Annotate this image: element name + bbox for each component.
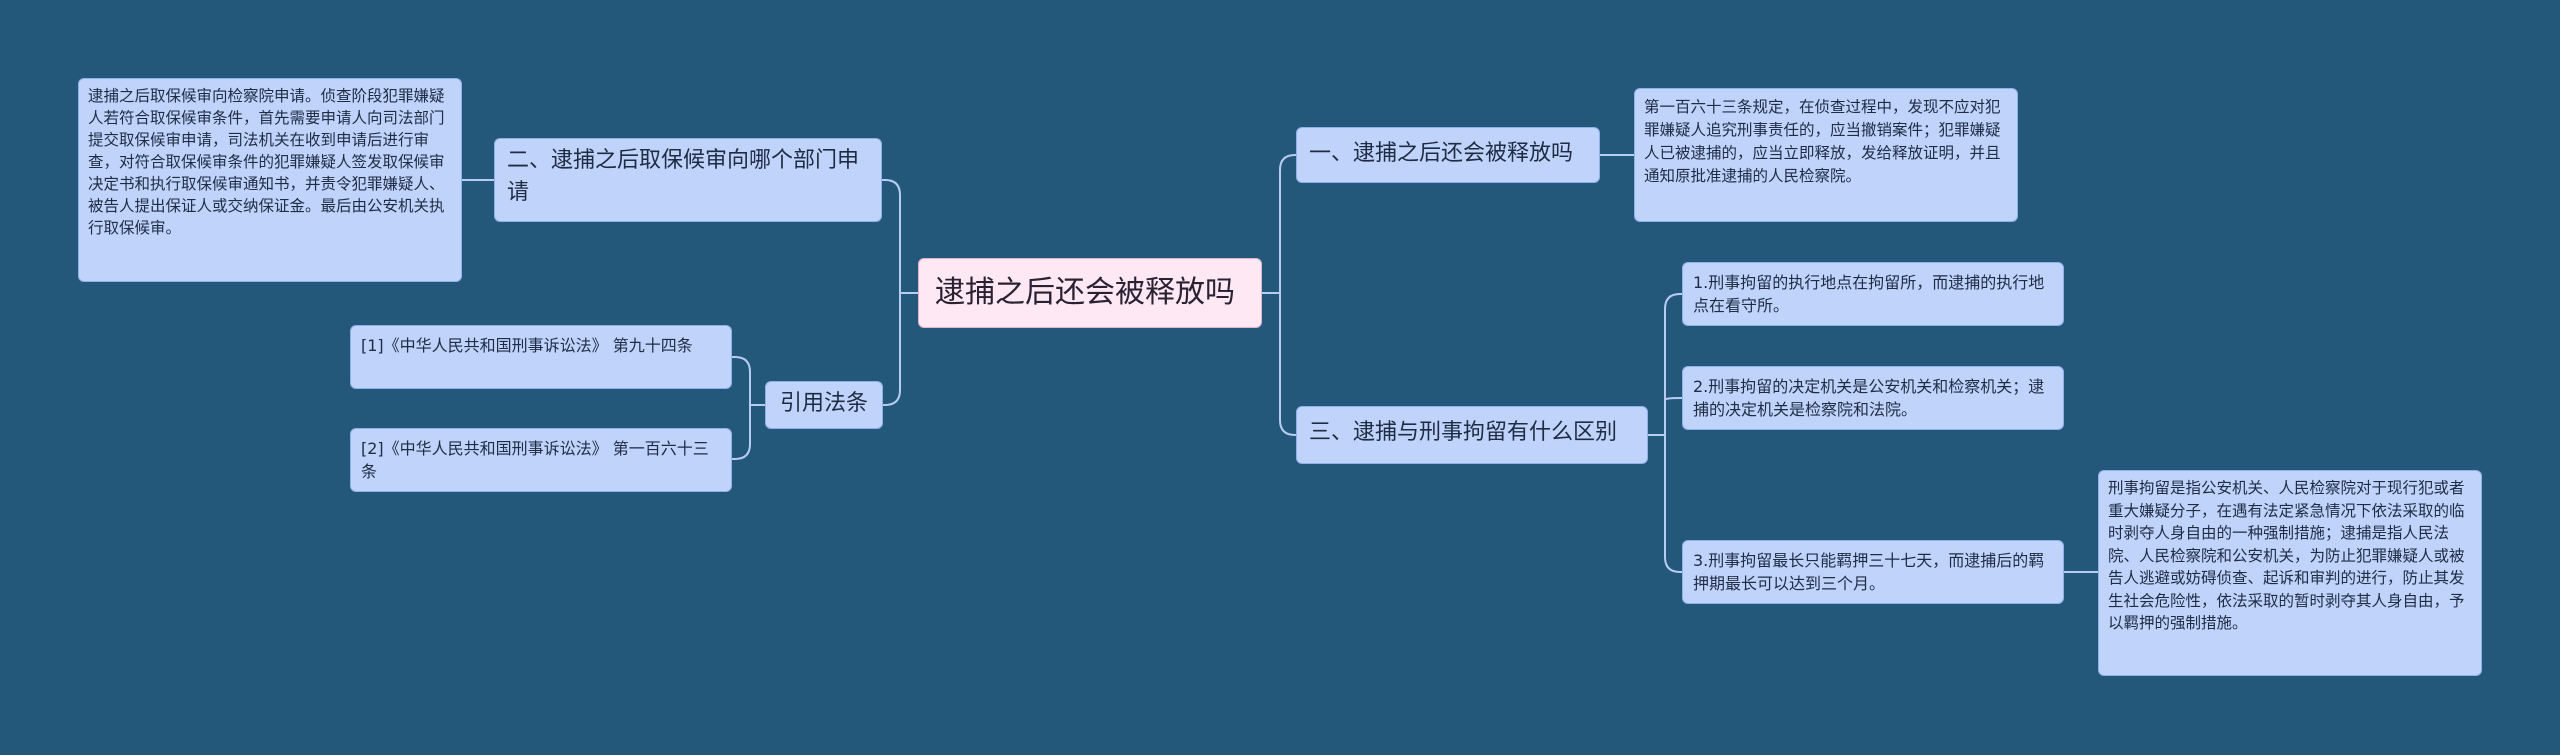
branch-release-after-arrest[interactable]: 一、逮捕之后还会被释放吗 [1296, 127, 1600, 183]
reference-item-1-text: [1]《中华人民共和国刑事诉讼法》 第九十四条 [361, 336, 693, 355]
reference-item-2-text: [2]《中华人民共和国刑事诉讼法》 第一百六十三条 [361, 439, 709, 481]
bail-application-detail-text: 逮捕之后取保候审向检察院申请。侦查阶段犯罪嫌疑人若符合取保候审条件，首先需要申请… [88, 87, 445, 237]
difference-item-1-text: 1.刑事拘留的执行地点在拘留所，而逮捕的执行地点在看守所。 [1693, 273, 2045, 315]
branch-arrest-vs-detention[interactable]: 三、逮捕与刑事拘留有什么区别 [1296, 406, 1648, 464]
detention-definition-detail-text: 刑事拘留是指公安机关、人民检察院对于现行犯或者重大嫌疑分子，在遇有法定紧急情况下… [2108, 479, 2465, 632]
difference-item-2-text: 2.刑事拘留的决定机关是公安机关和检察机关；逮捕的决定机关是检察院和法院。 [1693, 377, 2045, 419]
root-topic-text: 逮捕之后还会被释放吗 [935, 275, 1235, 310]
branch-bail-application[interactable]: 二、逮捕之后取保候审向哪个部门申请 [494, 138, 882, 222]
reference-item-1[interactable]: [1]《中华人民共和国刑事诉讼法》 第九十四条 [350, 325, 732, 389]
reference-item-2[interactable]: [2]《中华人民共和国刑事诉讼法》 第一百六十三条 [350, 428, 732, 492]
difference-item-3-text: 3.刑事拘留最长只能羁押三十七天，而逮捕后的羁押期最长可以达到三个月。 [1693, 551, 2045, 593]
branch-bail-application-label: 二、逮捕之后取保候审向哪个部门申请 [507, 148, 860, 205]
difference-item-3[interactable]: 3.刑事拘留最长只能羁押三十七天，而逮捕后的羁押期最长可以达到三个月。 [1682, 540, 2064, 604]
branch-references[interactable]: 引用法条 [765, 381, 883, 429]
branch-arrest-vs-detention-label: 三、逮捕与刑事拘留有什么区别 [1309, 420, 1618, 445]
branch-references-label: 引用法条 [779, 391, 868, 416]
branch-release-after-arrest-label: 一、逮捕之后还会被释放吗 [1309, 141, 1574, 166]
difference-item-1[interactable]: 1.刑事拘留的执行地点在拘留所，而逮捕的执行地点在看守所。 [1682, 262, 2064, 326]
detention-definition-detail[interactable]: 刑事拘留是指公安机关、人民检察院对于现行犯或者重大嫌疑分子，在遇有法定紧急情况下… [2098, 470, 2482, 676]
bail-application-detail[interactable]: 逮捕之后取保候审向检察院申请。侦查阶段犯罪嫌疑人若符合取保候审条件，首先需要申请… [78, 78, 462, 282]
root-topic[interactable]: 逮捕之后还会被释放吗 [918, 258, 1262, 328]
release-after-arrest-detail-text: 第一百六十三条规定，在侦查过程中，发现不应对犯罪嫌疑人追究刑事责任的，应当撤销案… [1644, 98, 2001, 185]
release-after-arrest-detail[interactable]: 第一百六十三条规定，在侦查过程中，发现不应对犯罪嫌疑人追究刑事责任的，应当撤销案… [1634, 88, 2018, 222]
difference-item-2[interactable]: 2.刑事拘留的决定机关是公安机关和检察机关；逮捕的决定机关是检察院和法院。 [1682, 366, 2064, 430]
